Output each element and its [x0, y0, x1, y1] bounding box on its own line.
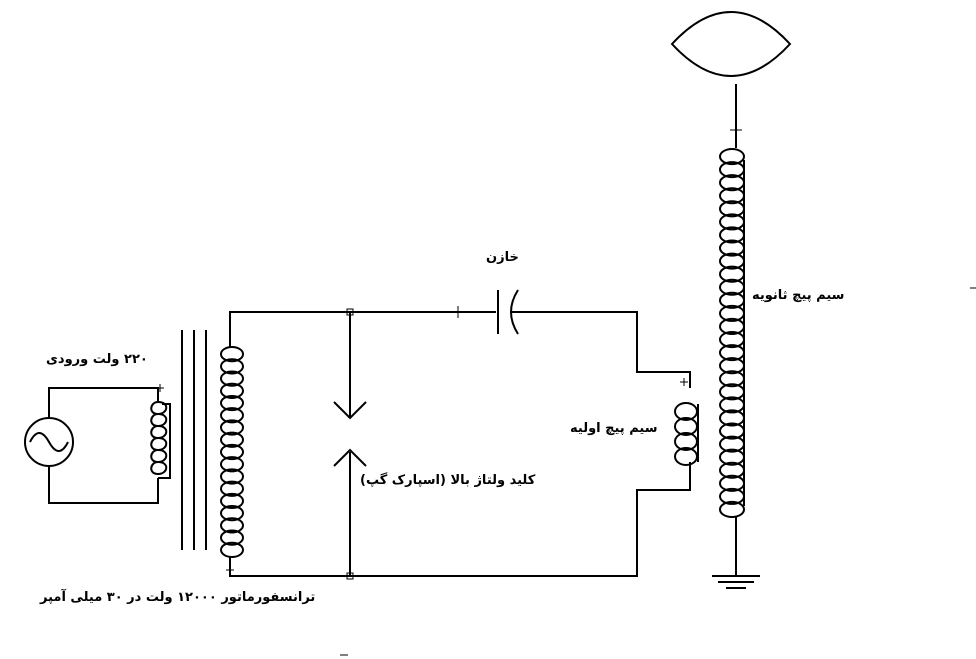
transformer-core	[181, 330, 207, 550]
top-load-icon	[670, 11, 792, 148]
transformer-label: ترانسفورماتور ۱۲۰۰۰ ولت در ۳۰ میلی آمپر	[40, 590, 316, 605]
capacitor-icon	[457, 289, 519, 335]
coil-turn	[220, 346, 244, 363]
ground-icon	[712, 516, 760, 589]
spark-gap-label: کلید ولتاژ بالا (اسپارک گپ)	[360, 473, 536, 488]
coil-turn	[220, 480, 244, 497]
coil-turn	[220, 394, 244, 412]
spark-gap-icon	[333, 401, 367, 467]
input-voltage-label: ۲۲۰ ولت ورودی	[46, 352, 148, 367]
coil-turn	[220, 431, 244, 448]
coil-turn	[220, 407, 244, 424]
coil-turn	[220, 492, 244, 510]
ac-source-icon	[24, 417, 74, 467]
coil-turn	[220, 370, 244, 387]
input-wires	[48, 387, 159, 504]
coil-turn	[220, 358, 244, 375]
coil-turn	[719, 500, 745, 519]
coil-turn	[220, 529, 244, 546]
coil-turn	[220, 541, 244, 558]
secondary-coil-label: سیم پیچ ثانویه	[752, 288, 845, 303]
secondary-coil-icon	[719, 148, 745, 519]
coil-turn	[220, 505, 244, 522]
transformer-primary-coil	[150, 401, 171, 479]
coil-turn	[220, 419, 244, 436]
primary-coil-label: سیم پیچ اولیه	[570, 421, 658, 436]
node-markers	[346, 308, 354, 580]
coil-turn	[220, 443, 244, 461]
coil-turn	[719, 148, 745, 166]
coil-turn	[220, 517, 244, 534]
capacitor-label: خازن	[486, 250, 519, 265]
coil-turn	[220, 468, 244, 485]
coil-turn	[220, 382, 244, 399]
main-wires	[229, 311, 691, 577]
coil-turn	[220, 456, 244, 473]
primary-coil-icon	[674, 402, 699, 466]
polarity-mark	[156, 378, 688, 571]
transformer-secondary-coil	[220, 334, 244, 566]
